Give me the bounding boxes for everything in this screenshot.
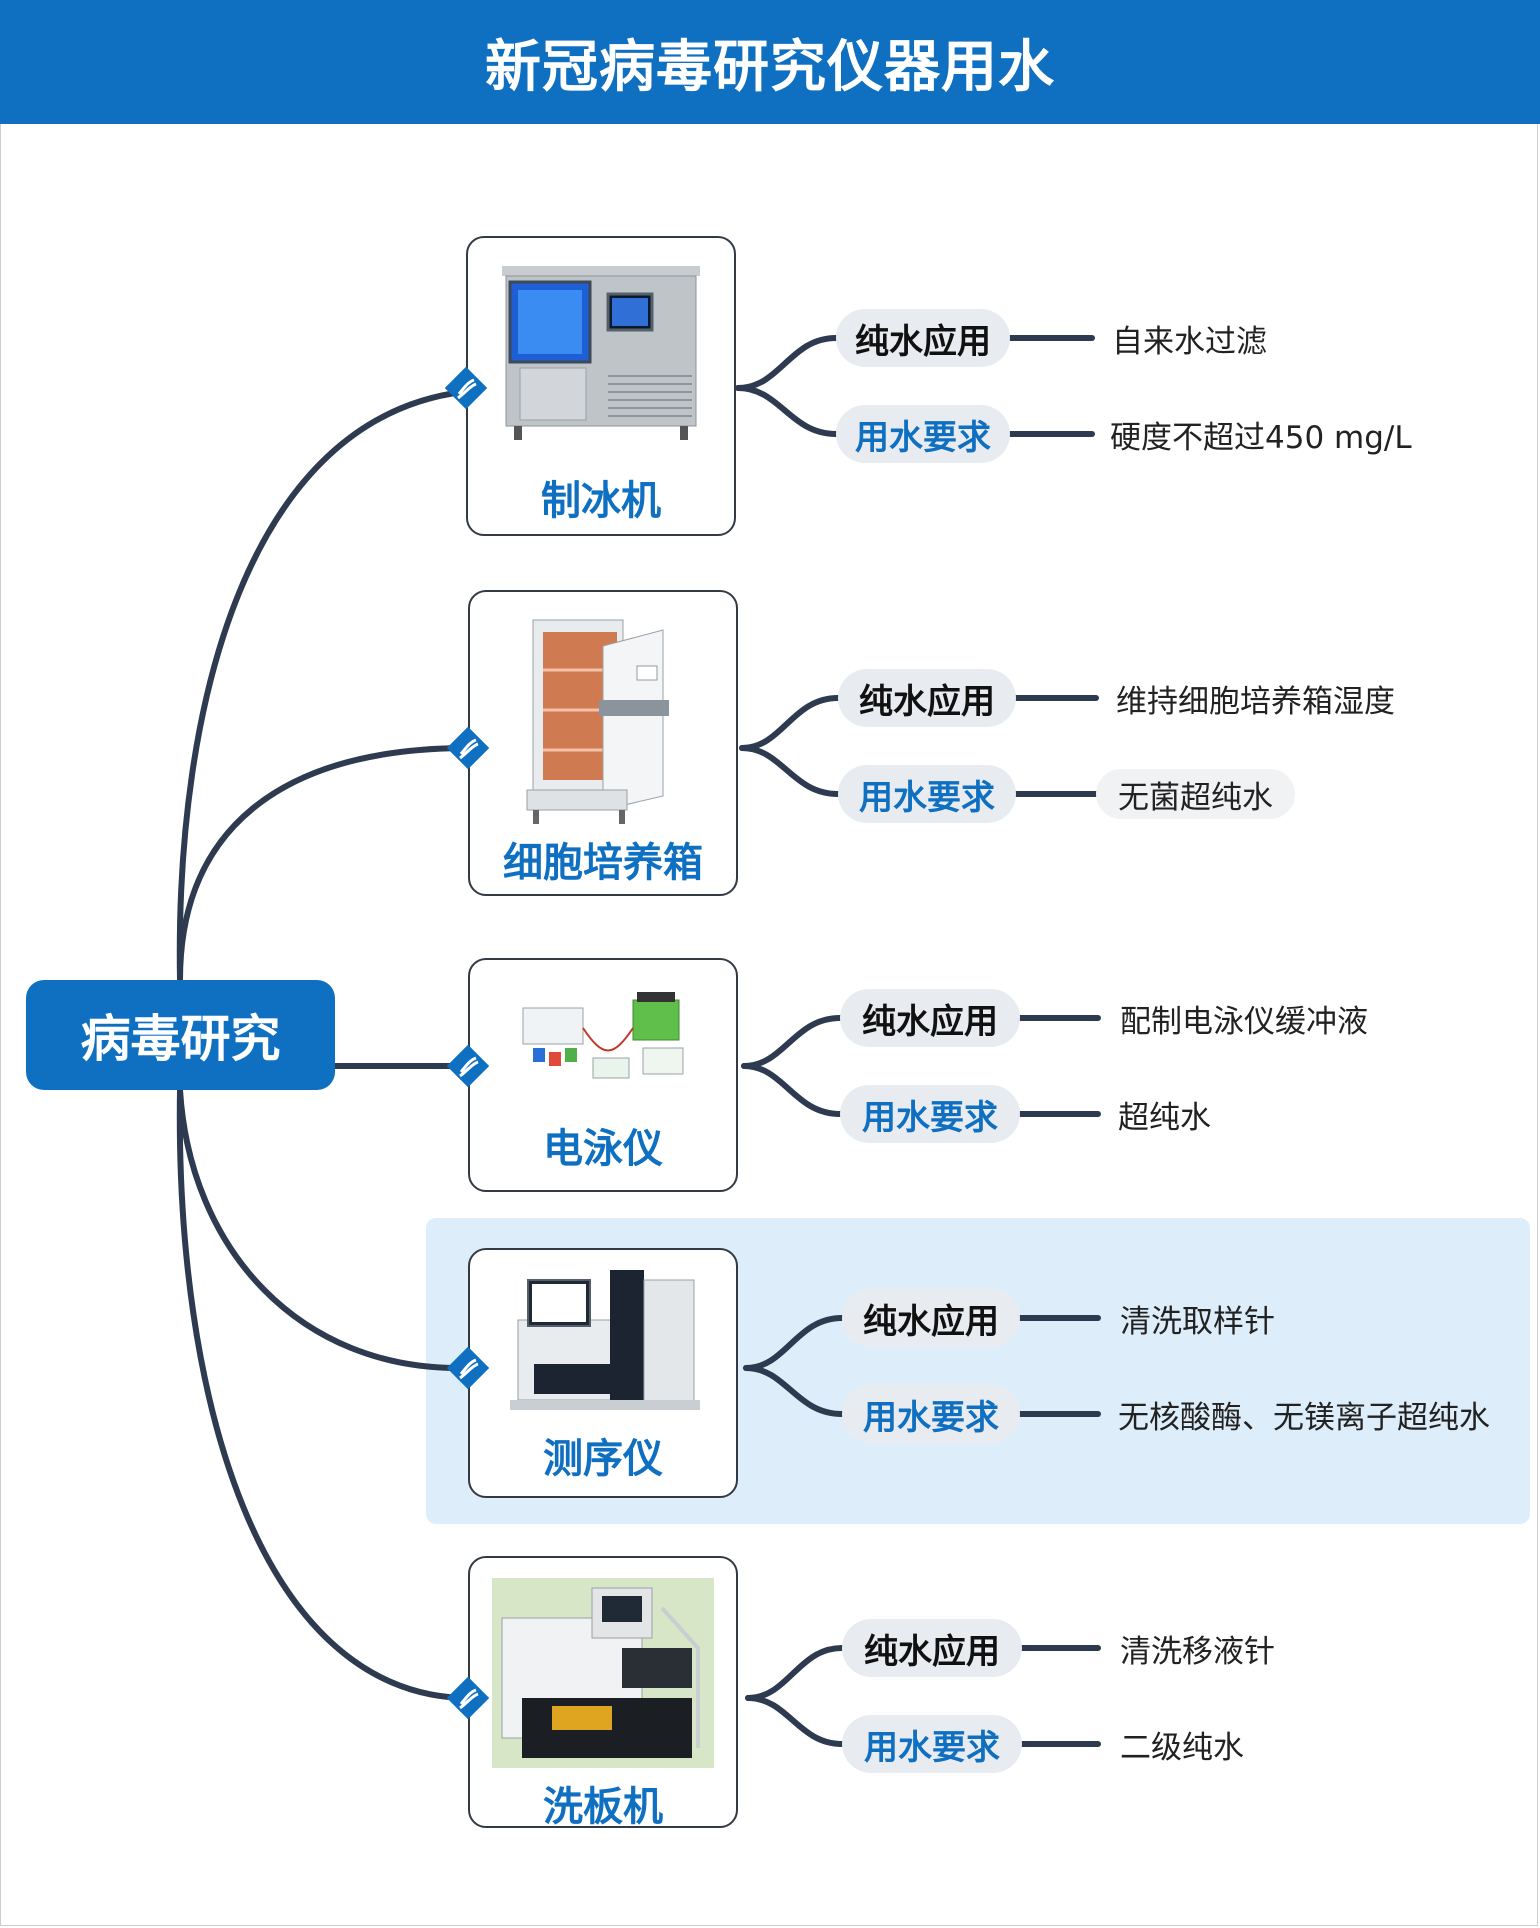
tag-requirement[interactable]: 用水要求 [842,1385,1020,1443]
leaf-value: 硬度不超过450 mg/L [1110,419,1412,456]
tag-application[interactable]: 纯水应用 [842,1289,1020,1347]
leaf-value: 清洗取样针 [1120,1303,1275,1340]
card-sequencer[interactable]: 测序仪 [468,1248,738,1498]
root-node[interactable]: 病毒研究 [26,980,335,1090]
branch-electrophoresis-tag1 [741,1015,843,1069]
branch-washer-tag1 [745,1645,845,1701]
level-2-badge-icon [446,726,490,770]
card-electrophoresis[interactable]: 电泳仪 [468,958,738,1192]
root-label: 病毒研究 [80,1010,281,1068]
card-label-cell-incubator: 细胞培养箱 [503,840,703,886]
ice-machine-icon [502,266,700,440]
card-label-sequencer: 测序仪 [543,1436,663,1482]
electrophoresis-icon [522,992,684,1079]
tag-application[interactable]: 纯水应用 [842,1619,1022,1677]
tag-requirement[interactable]: 用水要求 [838,765,1016,823]
sequencer-icon [510,1270,700,1410]
branch-washer-tag2 [745,1695,845,1747]
leaf-value: 二级纯水 [1120,1729,1244,1766]
level-2-badge-icon [446,1676,490,1720]
level-2-badge-icon [444,366,488,410]
level-2-badge-icon [446,1346,490,1390]
leaf-value: 无核酸酶、无镁离子超纯水 [1118,1399,1490,1436]
branch-sequencer-tag2 [743,1365,845,1417]
leaf-value: 自来水过滤 [1112,323,1267,360]
card-label-electrophoresis: 电泳仪 [543,1126,663,1172]
plate-washer-icon [492,1578,714,1768]
branch-incubator-tag1 [739,695,841,751]
link-root-incubator [177,745,465,983]
branch-ice-tag1 [735,335,839,391]
card-cell-incubator[interactable]: 细胞培养箱 [468,590,738,896]
leaf-value: 配制电泳仪缓冲液 [1120,1003,1368,1040]
tag-application[interactable]: 纯水应用 [838,669,1016,727]
leaf-value-selected[interactable]: 无菌超纯水 [1096,769,1295,819]
branch-sequencer-tag1 [743,1315,845,1371]
link-root-plate-washer [176,1087,465,1701]
leaf-value: 超纯水 [1118,1099,1211,1136]
branch-ice-tag2 [735,385,839,437]
page-title: 新冠病毒研究仪器用水 [485,34,1055,100]
branch-electrophoresis-tag2 [741,1063,843,1117]
link-root-sequencer [177,1087,465,1372]
tag-application[interactable]: 纯水应用 [840,989,1020,1047]
card-label-plate-washer: 洗板机 [543,1784,663,1830]
tag-requirement[interactable]: 用水要求 [840,1085,1020,1143]
link-root-ice-machine [176,389,465,983]
branch-incubator-tag2 [739,745,841,797]
card-plate-washer[interactable]: 洗板机 [468,1556,738,1830]
leaf-value: 清洗移液针 [1120,1633,1275,1670]
card-label-ice-machine: 制冰机 [541,478,661,524]
title-bar: 新冠病毒研究仪器用水 [0,0,1540,124]
leaf-value: 维持细胞培养箱湿度 [1116,683,1395,720]
level-2-badge-icon [446,1044,490,1088]
card-ice-machine[interactable]: 制冰机 [466,236,736,536]
cell-incubator-icon [526,619,669,824]
tag-requirement[interactable]: 用水要求 [842,1715,1022,1773]
tag-requirement[interactable]: 用水要求 [836,405,1010,463]
tag-application[interactable]: 纯水应用 [836,309,1010,367]
